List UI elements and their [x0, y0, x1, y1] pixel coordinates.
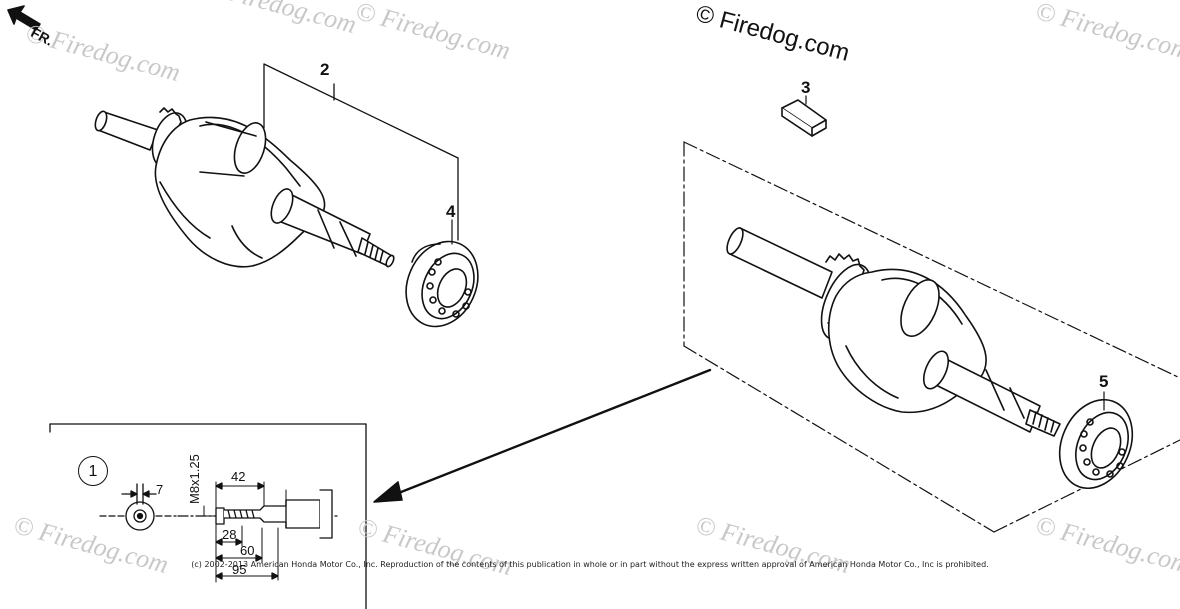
copyright-notice: (c) 2002-2013 American Honda Motor Co., …: [191, 560, 989, 569]
callout-5: 5: [1099, 372, 1109, 391]
shaft-side-view: [177, 481, 341, 583]
dimension-95: 95: [232, 562, 247, 577]
callout-2: 2: [320, 60, 330, 79]
bearing-part-4: [405, 240, 479, 328]
detail-reference-1: 1: [78, 456, 108, 486]
detail-box-left: [49, 423, 367, 609]
dimension-60: 60: [240, 543, 255, 558]
reference-arrow: [373, 368, 712, 503]
thread-spec-label: M8x1.25: [187, 454, 202, 504]
front-direction-arrow: [7, 5, 41, 31]
callout-3: 3: [801, 78, 811, 97]
callout-4: 4: [446, 202, 456, 221]
bearing-part-5: [1058, 398, 1134, 490]
shaft-end-view: [99, 483, 177, 531]
key-part-3: [781, 99, 827, 137]
crankshaft-left: [94, 107, 395, 268]
dimension-42: 42: [231, 469, 246, 484]
dimension-28: 28: [222, 527, 237, 542]
crankshaft-right: [726, 227, 1061, 437]
dimension-7: 7: [156, 482, 164, 497]
callout-bracket-2: [263, 63, 459, 241]
callout-leaders: [451, 95, 1105, 411]
